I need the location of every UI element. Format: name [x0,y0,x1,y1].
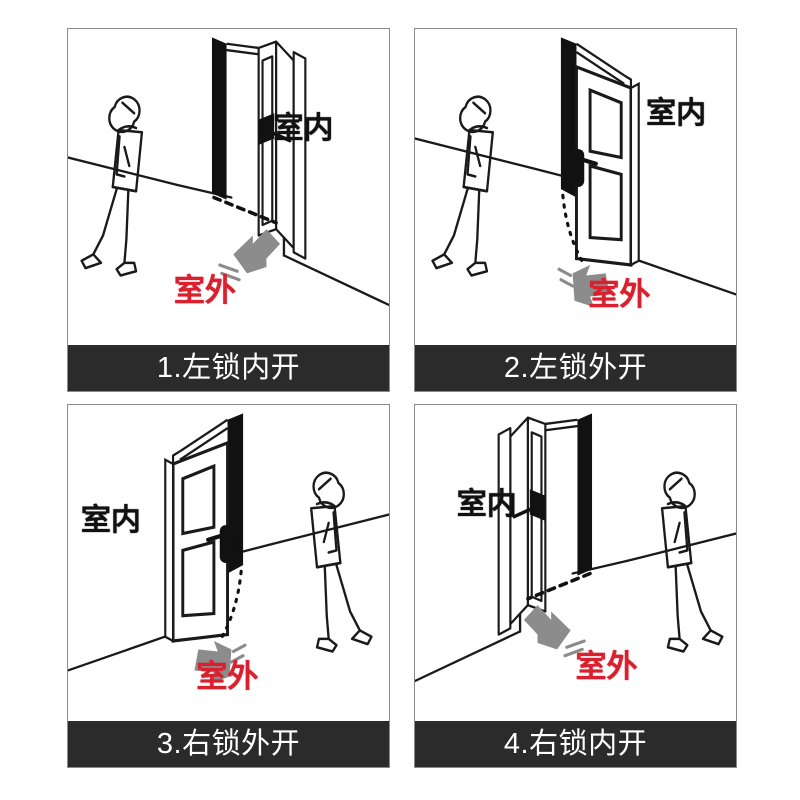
wall-base-right [625,532,736,563]
wall-base-right-2 [238,542,274,554]
door-leaf [164,440,229,643]
door-frame-jamb [577,413,593,576]
door-lock-handle-icon [512,489,546,521]
panel-3-illustration [68,413,389,684]
panel-1-scene: 室内 室外 [68,29,389,345]
panel-3-scene: 室内 室外 [68,405,389,721]
person-figure [660,471,724,653]
swing-direction-arrow [218,229,281,282]
door-frame-jamb [211,37,227,200]
swing-path-dashed [212,195,278,225]
swing-arc-dotted [561,193,586,267]
swing-path-dashed [526,571,592,601]
door-lock-handle-icon [258,113,292,145]
panel-3[interactable]: 室内 室外 3.右锁外开 [67,404,390,768]
panel-2-scene: 室内 室外 [415,29,736,345]
wall-base-right [271,513,389,546]
person-figure [310,471,373,653]
floor-line-left [415,630,522,683]
panel-4-scene: 室内 室外 [415,405,736,721]
swing-direction-arrow [523,605,586,658]
person-figure [431,95,494,277]
panel-2[interactable]: 室内 室外 2.左锁外开 [414,28,737,392]
door-casing [497,418,578,636]
door-lock-handle-icon [206,525,233,563]
panel-3-caption: 3.右锁外开 [68,721,389,767]
person-figure [80,95,144,277]
panel-1[interactable]: 室内 室外 1.左锁内开 [67,28,390,392]
panel-4-illustration [415,413,736,683]
door-lock-handle-icon [571,149,598,187]
panel-2-caption: 2.左锁外开 [415,345,736,391]
swing-arc-dotted [218,569,243,643]
panel-4-caption: 4.右锁内开 [415,721,736,767]
panel-2-illustration [415,37,736,308]
door-casing [226,42,307,260]
panel-4[interactable]: 室内 室外 4.右锁内开 [414,404,737,768]
wall-base-left [68,156,179,187]
panel-1-illustration [68,37,389,307]
swing-direction-arrow [557,264,610,308]
panel-grid: 室内 室外 1.左锁内开 [67,28,737,768]
floor-line-right [623,254,736,296]
swing-direction-arrow [194,640,247,684]
floor-line-right [282,254,389,307]
wall-base-left-2 [530,166,566,178]
floor-line-left [68,630,181,672]
panel-1-caption: 1.左锁内开 [68,345,389,391]
wall-base-left [415,137,533,170]
door-leaf [575,64,640,267]
